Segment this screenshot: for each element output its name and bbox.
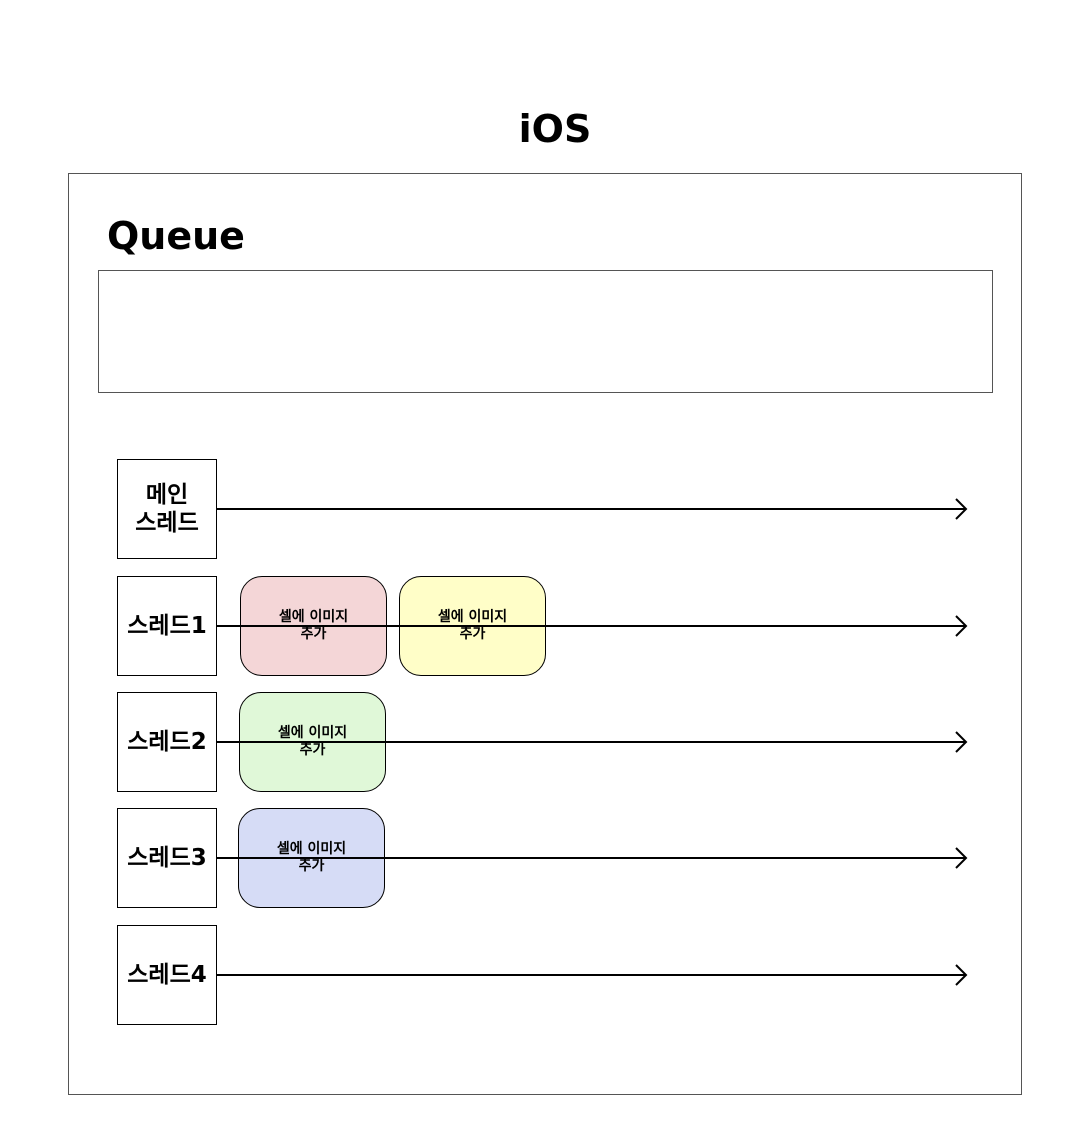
task-box: 셀에 이미지 추가	[238, 808, 385, 908]
queue-box	[98, 270, 993, 393]
task-box: 셀에 이미지 추가	[240, 576, 387, 676]
task-label: 셀에 이미지 추가	[437, 609, 508, 642]
task-label: 셀에 이미지 추가	[278, 609, 349, 642]
ios-container	[68, 173, 1022, 1095]
task-box: 셀에 이미지 추가	[239, 692, 386, 792]
thread-label-main: 메인 스레드	[117, 459, 217, 559]
task-label: 셀에 이미지 추가	[277, 725, 348, 758]
thread-label-3: 스레드3	[117, 808, 217, 908]
queue-title: Queue	[107, 214, 245, 258]
task-box: 셀에 이미지 추가	[399, 576, 546, 676]
thread-label-4: 스레드4	[117, 925, 217, 1025]
task-label: 셀에 이미지 추가	[276, 841, 347, 874]
thread-label-2: 스레드2	[117, 692, 217, 792]
thread-label-1: 스레드1	[117, 576, 217, 676]
page-title: iOS	[518, 107, 592, 151]
